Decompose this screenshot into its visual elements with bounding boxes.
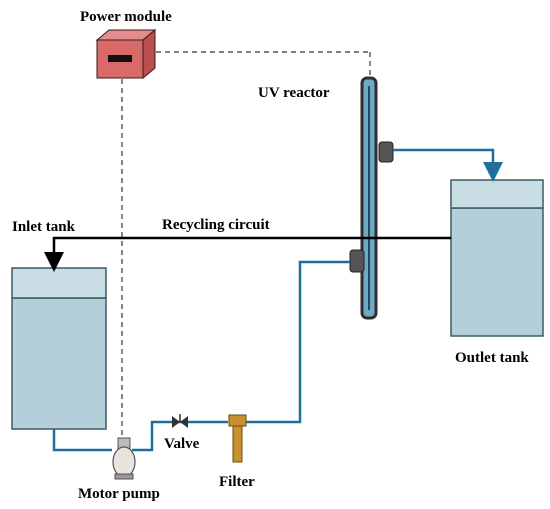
uv-reactor (349, 76, 394, 320)
inlet-tank (11, 267, 107, 430)
label-valve: Valve (164, 436, 200, 452)
filter-icon (228, 414, 247, 463)
valve-icon (172, 414, 188, 428)
label-recycling-circuit: Recycling circuit (162, 217, 270, 233)
label-filter: Filter (219, 474, 255, 490)
label-uv-reactor: UV reactor (258, 85, 330, 101)
label-outlet-tank: Outlet tank (455, 350, 529, 366)
power-module (95, 28, 157, 80)
outlet-tank (450, 179, 544, 337)
label-motor-pump: Motor pump (78, 486, 160, 502)
label-inlet-tank: Inlet tank (12, 219, 76, 235)
power-wiring (121, 51, 371, 448)
power-switch-icon (108, 55, 132, 62)
label-power-module: Power module (80, 9, 172, 25)
recycling-pipe (44, 236, 451, 272)
blue-pipes (52, 148, 503, 452)
motor-pump-icon (112, 437, 136, 480)
